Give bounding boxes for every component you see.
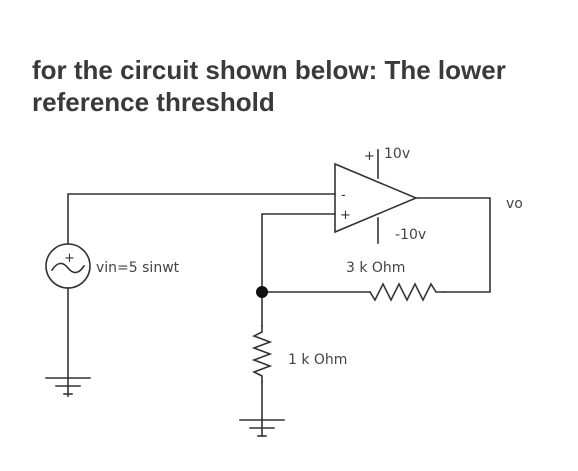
inverting-sign: - [341, 188, 346, 203]
supply-plus-sign: + [364, 149, 375, 164]
source-plus-sign: + [64, 251, 75, 266]
ground-resistor-label: 1 k Ohm [288, 352, 347, 368]
vee-label: -10v [395, 227, 426, 243]
vcc-label: 10v [384, 146, 410, 162]
non-inverting-sign: + [340, 208, 351, 223]
feedback-resistor [368, 282, 445, 302]
question-text: for the circuit shown below: The lower r… [32, 55, 506, 117]
feedback-resistor-label: 3 k Ohm [346, 260, 405, 276]
source-label: vin=5 sinwt [96, 260, 180, 276]
ground-resistor [251, 325, 273, 383]
output-label: vo [506, 196, 523, 212]
junction-node [256, 286, 268, 298]
op-amp [334, 162, 419, 234]
output-wire [415, 197, 491, 293]
non-inverting-input-wire [261, 213, 336, 291]
inverting-input-wire [67, 193, 336, 245]
